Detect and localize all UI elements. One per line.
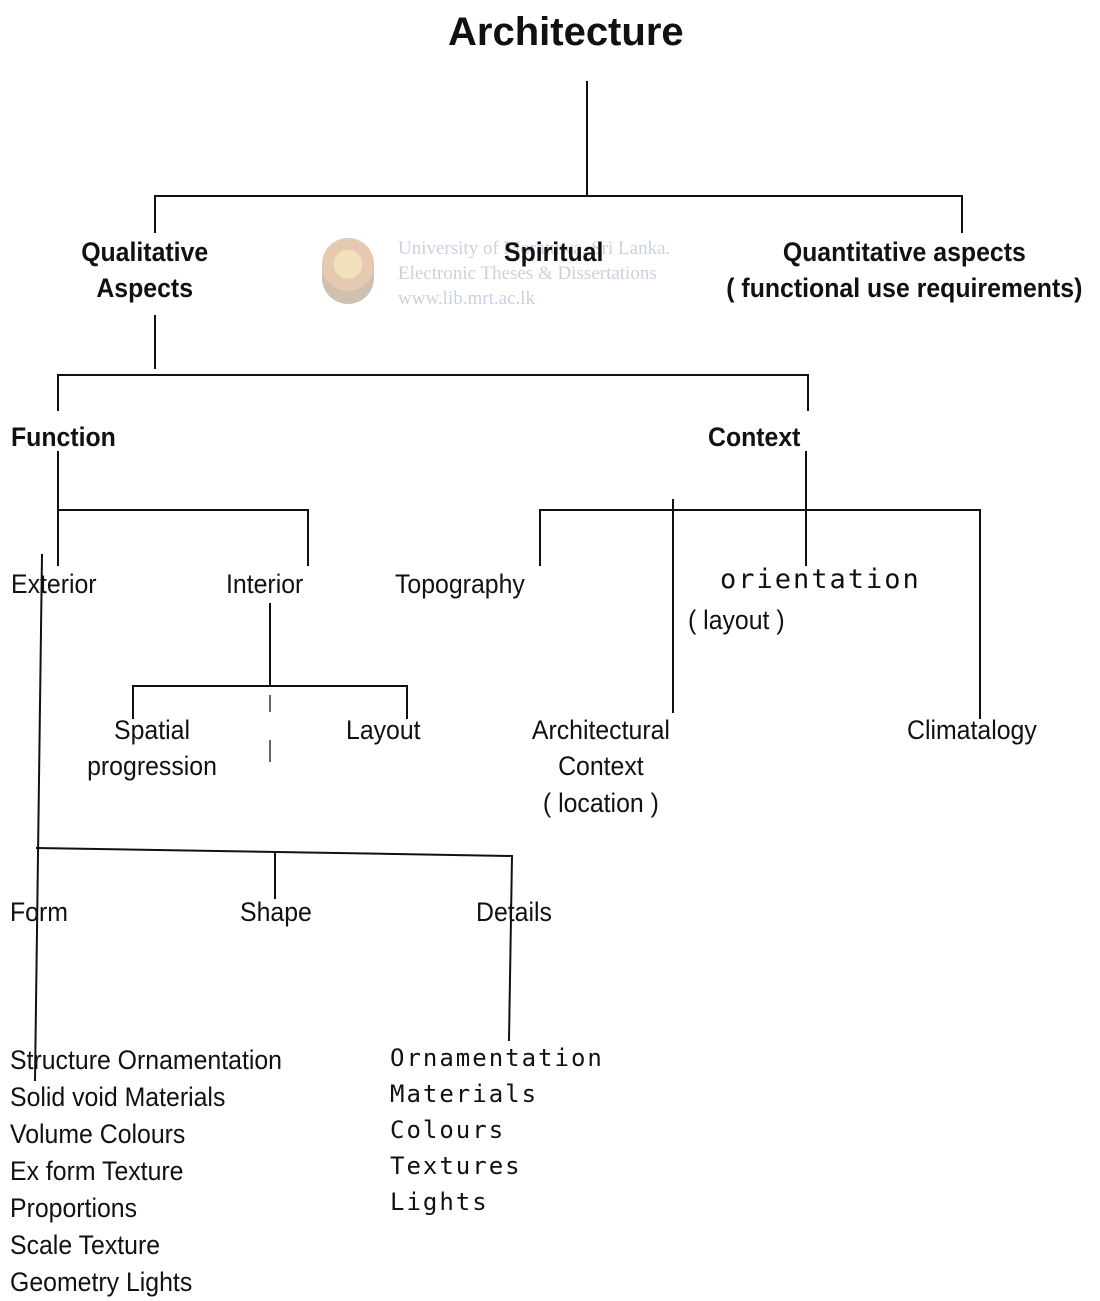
node-label: Qualitative [81,237,209,267]
node-function: Function [11,422,116,452]
connector [507,854,514,1042]
node-label: Aspects [96,273,194,304]
node-label: Spatial [114,715,190,745]
node-spiritual: Spiritual [504,237,604,267]
list-item: Ex form Texture [10,1156,184,1186]
watermark-line: www.lib.mrt.ac.lk [398,288,536,309]
node-shape: Shape [240,897,312,927]
node-exterior: Exterior [11,569,97,599]
connector [33,553,44,1082]
details-attribute-list: Ornamentation Materials Colours Textures… [390,1040,604,1220]
watermark-text: University of Moratuwa, Sri Lanka. Elect… [398,236,670,311]
node-label: Quantitative aspects [782,237,1026,267]
node-label: ( location ) [542,787,659,818]
node-architectural-context: Architectural Context ( location ) [525,712,677,821]
list-item: Scale Texture [10,1230,161,1260]
watermark-line: University of Moratuwa, Sri Lanka. [398,238,671,259]
list-item: Textures [390,1152,522,1180]
list-item: Geometry Lights [10,1267,193,1297]
node-form: Form [10,897,68,927]
node-orientation: orientation [720,564,921,595]
node-label: progression [87,751,217,782]
node-interior: Interior [226,569,304,599]
list-item: Volume Colours [10,1119,186,1149]
list-item: Materials [390,1080,539,1108]
node-details: Details [476,897,552,927]
node-label: Context [558,751,644,782]
node-spatial-progression: Spatial progression [83,712,221,785]
node-label: ( functional use requirements) [726,273,1083,304]
node-qualitative-aspects: Qualitative Aspects [78,234,211,307]
node-topography: Topography [395,569,525,599]
university-seal-icon [322,238,374,304]
list-item: Ornamentation [390,1044,604,1072]
list-item: Structure Ornamentation [10,1045,283,1075]
list-item: Lights [390,1188,489,1216]
node-label: Architectural [531,715,670,745]
node-orientation-sub: ( layout ) [688,605,785,635]
node-layout: Layout [346,715,421,745]
list-item: Solid void Materials [10,1082,226,1112]
watermark: University of Moratuwa, Sri Lanka. Elect… [322,236,722,312]
form-attribute-list: Structure Ornamentation Solid void Mater… [10,1042,282,1301]
node-quantitative-aspects: Quantitative aspects ( functional use re… [718,234,1091,307]
node-context: Context [708,422,801,452]
watermark-line: Electronic Theses & Dissertations [398,263,657,284]
diagram-title: Architecture [448,10,684,54]
node-climatalogy: Climatalogy [907,715,1037,745]
list-item: Colours [390,1116,506,1144]
list-item: Proportions [10,1193,138,1223]
